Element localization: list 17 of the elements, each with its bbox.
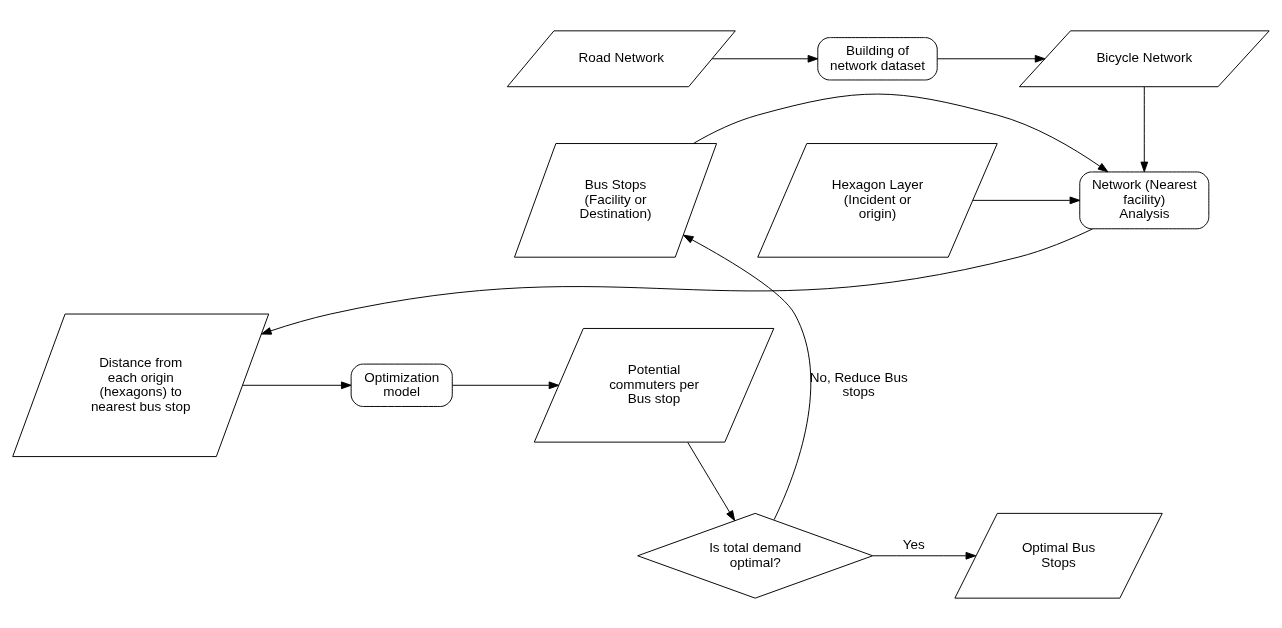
arrow (1140, 86, 1149, 172)
arrow (972, 196, 1081, 204)
arrow (452, 380, 560, 389)
node-box: Building of network dataset (817, 36, 938, 80)
arrow (693, 93, 1109, 172)
arrow (687, 441, 736, 521)
node-box: Optimization model (350, 363, 453, 407)
arrow (260, 227, 1094, 335)
arrow (711, 54, 819, 63)
edge-label: Yes (902, 536, 925, 552)
node-box: Network (Nearest facility) Analysis (1079, 170, 1210, 229)
arrow (936, 54, 1046, 63)
arrow (872, 551, 977, 560)
edge-label: No, Reduce Bus stops (809, 369, 908, 399)
arrow (242, 380, 352, 389)
arrow (682, 234, 812, 520)
node-diamond: Is total demand optimal? (637, 512, 874, 599)
